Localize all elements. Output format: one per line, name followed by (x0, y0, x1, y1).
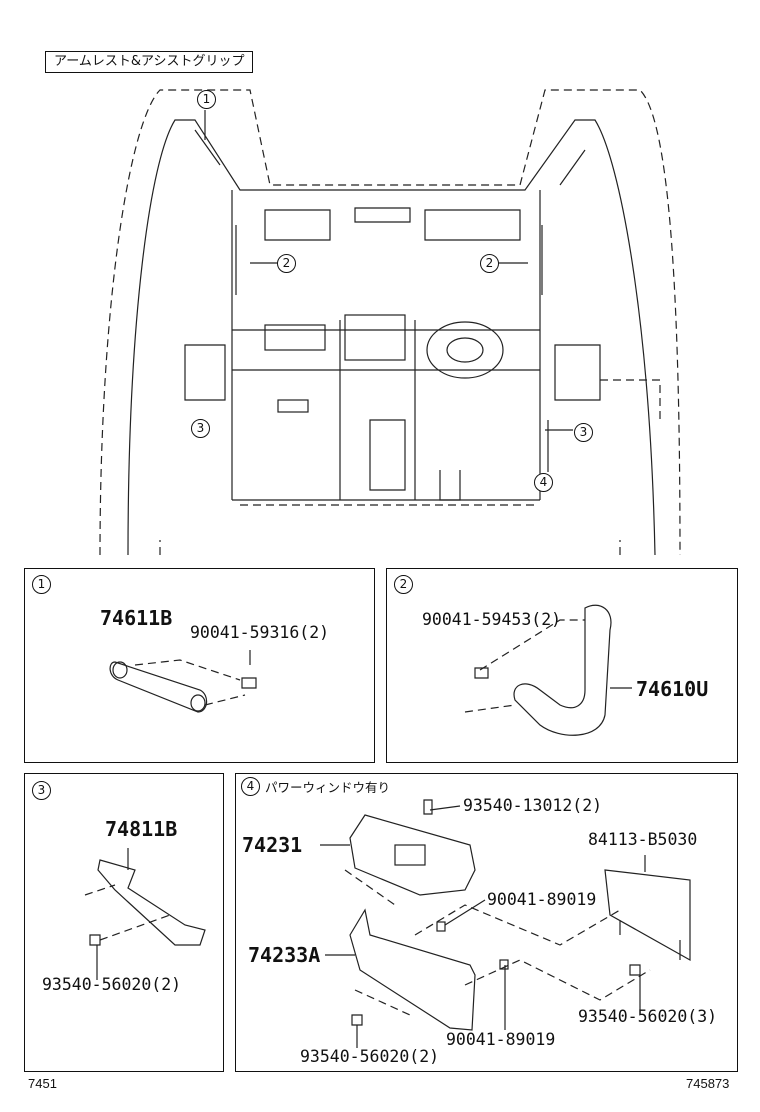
part-number: 93540-56020(2) (300, 1047, 440, 1066)
callout-4: 4 (534, 473, 553, 492)
panel-1 (24, 568, 375, 763)
part-number: 74233A (248, 943, 321, 967)
panel-4 (235, 773, 738, 1072)
part-number: 84113-B5030 (588, 830, 698, 849)
callout-3-right: 3 (574, 423, 593, 442)
footer-right-code: 745873 (686, 1076, 730, 1091)
panel-1-number: 1 (32, 575, 51, 594)
part-number: 74811B (105, 817, 178, 841)
panel-4-number: 4 (241, 777, 260, 796)
panel-3-number: 3 (32, 781, 51, 800)
grip-74610U-drawing (464, 604, 632, 736)
panel-3 (24, 773, 224, 1072)
footer-left-code: 7451 (28, 1076, 57, 1091)
callout-3-left: 3 (191, 419, 210, 438)
panel-2-number: 2 (394, 575, 413, 594)
part-number: 93540-56020(3) (578, 1007, 718, 1026)
armrest-assembly-drawing (320, 799, 691, 1048)
part-number: 74610U (636, 677, 709, 701)
panel-4-note: パワーウィンドウ有り (265, 780, 391, 795)
part-number: 90041-59316(2) (190, 623, 330, 642)
part-number: 74611B (100, 606, 173, 630)
part-number: 90041-59453(2) (422, 610, 562, 629)
part-number: 90041-89019 (446, 1030, 556, 1049)
callout-1: 1 (197, 90, 216, 109)
panel-2 (386, 568, 738, 763)
page-title: アームレスト&アシストグリップ (45, 51, 254, 73)
grip-74811B-drawing (84, 848, 206, 980)
car-interior-overview (99, 89, 681, 556)
part-number: 93540-56020(2) (42, 975, 182, 994)
part-number: 93540-13012(2) (463, 796, 603, 815)
part-number: 74231 (242, 833, 303, 857)
grip-74611B-drawing (109, 650, 257, 713)
callout-2-left: 2 (277, 254, 296, 273)
callout-2-right: 2 (480, 254, 499, 273)
part-number: 90041-89019 (487, 890, 597, 909)
